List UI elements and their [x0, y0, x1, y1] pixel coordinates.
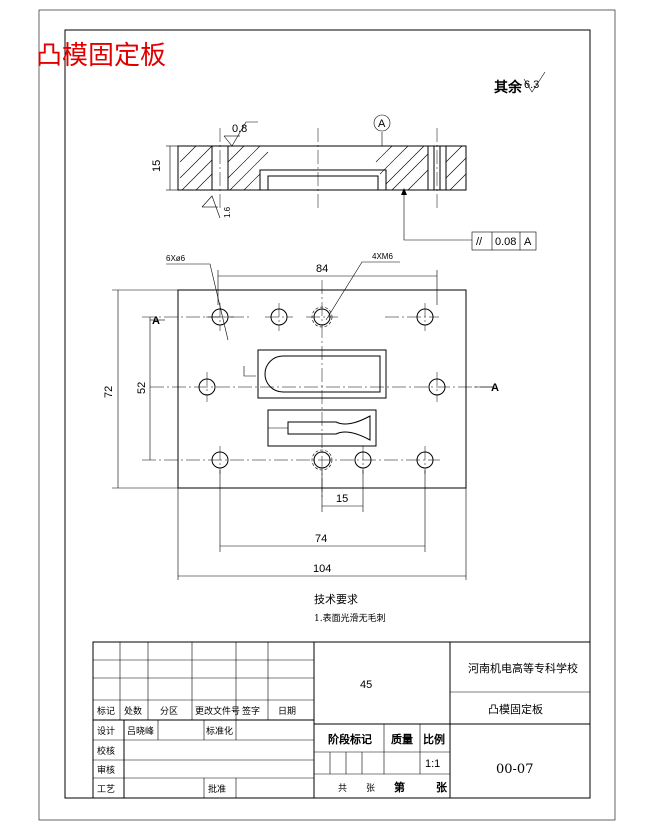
hole: [265, 303, 293, 331]
roughness-top: 0.8: [223, 121, 258, 147]
tb-design: 设计: [97, 725, 115, 737]
tb-sheets: 张: [366, 783, 375, 794]
tech-req-heading: 技术要求: [314, 593, 358, 606]
hole: [385, 303, 439, 331]
tb-stage-mark: 阶段标记: [328, 732, 372, 746]
svg-text:15: 15: [336, 493, 348, 505]
tb-part-name: 凸模固定板: [488, 702, 543, 716]
tb-review: 审核: [97, 764, 115, 776]
dim-104: 104: [177, 488, 467, 580]
tb-header-zone: 分区: [160, 706, 178, 717]
svg-text://: //: [476, 236, 483, 248]
tb-sheet-unit: 张: [436, 780, 448, 794]
roughness-bottom: 1.6: [201, 195, 232, 219]
svg-text:A: A: [152, 315, 160, 327]
dim-15-bottom: 15: [321, 470, 364, 512]
tb-header-date: 日期: [278, 706, 296, 717]
datum-a-symbol: A: [373, 114, 391, 132]
tb-sheet-no: 第: [394, 780, 405, 794]
tb-scale: 1:1: [425, 758, 440, 770]
svg-text:15: 15: [151, 160, 163, 172]
svg-text:A: A: [378, 118, 386, 130]
tb-header-doc: 更改文件号: [195, 705, 240, 717]
section-mark-left: A: [150, 315, 165, 327]
page-title: 凸模固定板: [36, 41, 166, 71]
svg-text:72: 72: [103, 386, 115, 398]
dim-84: 84: [217, 263, 438, 305]
tb-total: 共: [338, 783, 347, 794]
tb-material: 45: [360, 679, 372, 691]
svg-text:84: 84: [316, 263, 328, 275]
title-block: [92, 641, 591, 799]
dim-52: 52: [136, 317, 151, 460]
tb-drawing-no: 00-07: [496, 762, 533, 777]
tb-header-sign: 签字: [242, 705, 260, 717]
svg-text:其余: 其余: [494, 79, 523, 96]
svg-text:52: 52: [136, 382, 148, 394]
section-view: [177, 128, 467, 210]
section-mark-right: A: [474, 382, 499, 394]
tb-header-mark: 标记: [97, 705, 115, 717]
tb-approve: 批准: [208, 783, 226, 795]
parallelism-tolerance: // 0.08 A: [401, 188, 537, 251]
general-roughness: 其余 6.3: [494, 71, 546, 96]
tb-header-count: 处数: [124, 705, 142, 717]
svg-text:0.08: 0.08: [495, 236, 516, 248]
callout-threads: 4XM6: [325, 252, 400, 321]
dim-72: 72: [103, 289, 178, 489]
svg-text:6Xø6: 6Xø6: [166, 254, 186, 263]
tb-weight: 质量: [391, 732, 413, 746]
dim-thickness: 15: [151, 145, 178, 191]
tb-check: 校核: [97, 745, 115, 757]
svg-text:6.3: 6.3: [524, 79, 539, 91]
svg-text:74: 74: [315, 533, 327, 545]
inner-frame: [64, 29, 591, 799]
plan-view: [142, 280, 495, 500]
tb-school: 河南机电高等专科学校: [468, 661, 578, 675]
tb-scale-label: 比例: [423, 732, 445, 746]
svg-text:A: A: [524, 236, 532, 248]
svg-text:4XM6: 4XM6: [372, 252, 393, 261]
outer-border: [38, 9, 616, 821]
tb-process: 工艺: [97, 784, 115, 795]
svg-text:A: A: [491, 382, 499, 394]
svg-text:1.6: 1.6: [223, 206, 232, 218]
svg-text:104: 104: [313, 563, 331, 575]
tb-designer: 吕晓峰: [127, 725, 154, 737]
tb-standardize: 标准化: [206, 725, 233, 737]
dim-74: 74: [219, 470, 426, 552]
callout-holes: 6Xø6: [166, 254, 229, 341]
svg-text:0.8: 0.8: [232, 123, 247, 135]
tech-req-item: 1.表面光滑无毛刺: [314, 612, 386, 624]
